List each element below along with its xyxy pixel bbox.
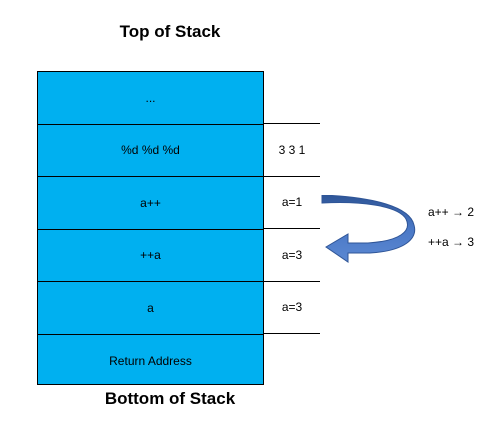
stack-cell-format-string: %d %d %d	[38, 125, 263, 177]
stack-cell-a: a	[38, 282, 263, 335]
stack-diagram: ... %d %d %d a++ ++a a Return Address	[37, 71, 264, 385]
side-value-post-increment: a=1	[264, 177, 320, 229]
note-post-increment: a++ → 2	[428, 205, 475, 219]
side-value-pre-increment: a=3	[264, 229, 320, 282]
stack-cell-post-increment: a++	[38, 177, 263, 230]
curved-arrow-icon	[321, 195, 416, 263]
top-of-stack-title: Top of Stack	[119, 22, 221, 41]
side-divider-top	[264, 123, 320, 124]
stack-cell-return-address: Return Address	[109, 353, 192, 368]
bottom-of-stack-title: Bottom of Stack	[104, 389, 236, 408]
arrow-band	[321, 195, 416, 263]
note-pre-increment: ++a → 3	[428, 235, 475, 249]
stack-cell-ellipsis: ...	[38, 72, 263, 125]
side-value-a: a=3	[264, 282, 320, 334]
side-value-output: 3 3 1	[264, 124, 320, 177]
stack-cell-pre-increment: ++a	[38, 230, 263, 282]
